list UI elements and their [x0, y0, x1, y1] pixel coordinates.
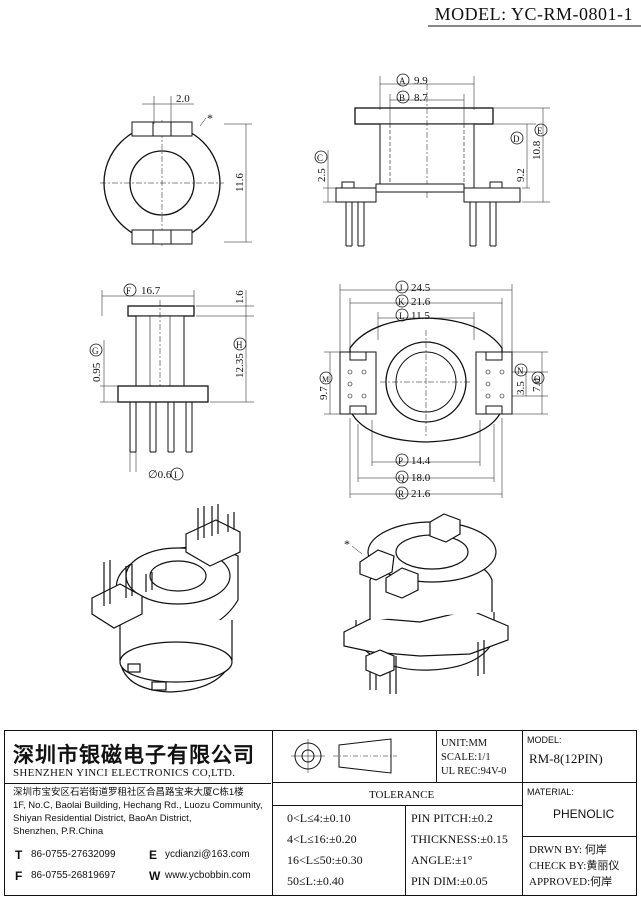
scale-text: SCALE:1/1: [441, 752, 491, 763]
svg-text:F: F: [126, 286, 131, 296]
web-label: W: [149, 869, 161, 883]
email-label: E: [149, 848, 158, 862]
dim-top-height: 11.6: [234, 173, 246, 192]
tolerance-right-1: THICKNESS:±0.15: [411, 832, 508, 846]
address-line-3: Shenzhen, P.R.China: [13, 826, 104, 837]
tolerance-right-0: PIN PITCH:±0.2: [411, 811, 493, 825]
tel-label: T: [15, 848, 23, 862]
tolerance-left-2: 16<L≤50:±0.30: [287, 853, 363, 867]
dim-m: 9.7: [318, 386, 330, 400]
model-value: RM-8(12PIN): [529, 751, 603, 766]
tel-number: 86-0755-27632099: [31, 849, 116, 860]
svg-text:M: M: [322, 375, 329, 384]
tolerance-left-1: 4<L≤16:±0.20: [287, 832, 357, 846]
svg-text:G: G: [92, 346, 99, 356]
dim-c: 2.5: [316, 168, 328, 182]
technical-drawing: 2.0 * 11.6 A 9.9 B: [89, 25, 641, 694]
dim-j: 24.5: [411, 282, 431, 294]
svg-text:A: A: [399, 76, 406, 86]
fax-number: 86-0755-26819697: [31, 870, 116, 881]
dim-n: 3.5: [515, 381, 527, 395]
svg-text:N: N: [517, 366, 524, 376]
email-address[interactable]: ycdianzi@163.com: [165, 849, 250, 860]
tolerance-cell: TOLERANCE 0<L≤4:±0.10 4<L≤16:±0.20 16<L≤…: [273, 783, 523, 895]
model-header: MODEL: YC-RM-0801-1: [434, 4, 633, 24]
company-name-en: SHENZHEN YINCI ELECTRONICS CO,LTD.: [13, 767, 236, 779]
svg-text:O: O: [534, 374, 541, 384]
material-label: MATERIAL:: [527, 787, 574, 797]
dim-a: 9.9: [414, 75, 428, 87]
dim-i: ∅0.6: [148, 469, 172, 481]
unit-text: UNIT:MM: [441, 738, 488, 749]
svg-text:Q: Q: [398, 473, 405, 483]
iso-star-mark: *: [344, 537, 350, 551]
spec-cell: UNIT:MM SCALE:1/1 UL REC:94V-0: [437, 731, 523, 783]
dim-k: 21.6: [411, 296, 431, 308]
svg-text:C: C: [317, 153, 323, 163]
tolerance-title: TOLERANCE: [369, 789, 435, 801]
material-cell: MATERIAL: PHENOLIC: [523, 783, 636, 837]
bottom-view: J 24.5 K 21.6 L 11.5 9.7 M 3.5 N 7.0 O: [318, 280, 548, 500]
projection-cell: [273, 731, 437, 783]
svg-text:E: E: [537, 126, 543, 136]
company-cell: 深圳市银磁电子有限公司 SHENZHEN YINCI ELECTRONICS C…: [5, 731, 273, 895]
svg-text:D: D: [513, 134, 520, 144]
dim-e: 10.8: [531, 140, 543, 160]
fax-label: F: [15, 869, 23, 883]
star-mark: *: [207, 111, 213, 125]
dim-q: 18.0: [411, 472, 431, 484]
model-label: MODEL:: [527, 735, 562, 745]
dim-top-width: 2.0: [176, 93, 190, 105]
svg-text:K: K: [398, 297, 405, 307]
address-line-2: Shiyan Residential District, BaoAn Distr…: [13, 813, 192, 824]
dim-b: 8.7: [414, 92, 428, 104]
drawn-by: DRWN BY: 何岸: [529, 844, 607, 856]
svg-text:I: I: [174, 470, 177, 480]
top-view: 2.0 * 11.6: [100, 93, 252, 246]
check-by: CHECK BY:黄丽仪: [529, 860, 620, 872]
dim-d: 9.2: [515, 168, 527, 182]
iso-view-right: *: [343, 513, 509, 694]
website-link[interactable]: www.ycbobbin.com: [165, 870, 251, 881]
dim-r: 21.6: [411, 488, 431, 500]
svg-text:J: J: [399, 283, 403, 293]
approval-cell: DRWN BY: 何岸 CHECK BY:黄丽仪 APPROVED:何岸: [523, 837, 636, 895]
tolerance-right-3: PIN DIM:±0.05: [411, 874, 488, 888]
iso-view-left: [91, 504, 241, 693]
projection-symbol-icon: [291, 738, 397, 774]
tolerance-right-2: ANGLE:±1°: [411, 853, 473, 867]
dim-o: 7.0: [531, 378, 543, 392]
approved-by: APPROVED:何岸: [529, 876, 613, 888]
company-name-cn: 深圳市银磁电子有限公司: [13, 742, 255, 767]
svg-text:P: P: [398, 456, 403, 466]
dim-g: 0.95: [91, 362, 103, 382]
dim-f: 16.7: [141, 285, 161, 297]
model-cell: MODEL: RM-8(12PIN): [523, 731, 636, 783]
dim-h: 12.35: [234, 353, 246, 378]
material-value: PHENOLIC: [553, 807, 615, 821]
tolerance-left-0: 0<L≤4:±0.10: [287, 811, 351, 825]
dim-l: 11.5: [411, 310, 430, 322]
side-view: F 16.7 1.6 12.35 H G 0.95 ∅0.6 I: [89, 283, 254, 481]
title-block: 深圳市银磁电子有限公司 SHENZHEN YINCI ELECTRONICS C…: [4, 730, 637, 896]
svg-text:B: B: [399, 93, 405, 103]
address-line-cn: 深圳市宝安区石岩街道罗租社区合昌路宝来大厦C栋1楼: [13, 787, 244, 798]
svg-text:L: L: [399, 311, 405, 321]
ul-rec-text: UL REC:94V-0: [441, 766, 507, 777]
svg-text:R: R: [398, 489, 404, 499]
dim-p: 14.4: [411, 455, 431, 467]
tolerance-left-3: 50≤L:±0.40: [287, 874, 344, 888]
dim-side-top: 1.6: [234, 290, 246, 304]
address-line-1: 1F, No.C, Baolai Building, Hechang Rd., …: [13, 800, 263, 811]
svg-text:H: H: [236, 340, 243, 350]
front-view: A 9.9 B 8.7 C 2.5 9.2 D 10.8 E: [314, 73, 550, 247]
